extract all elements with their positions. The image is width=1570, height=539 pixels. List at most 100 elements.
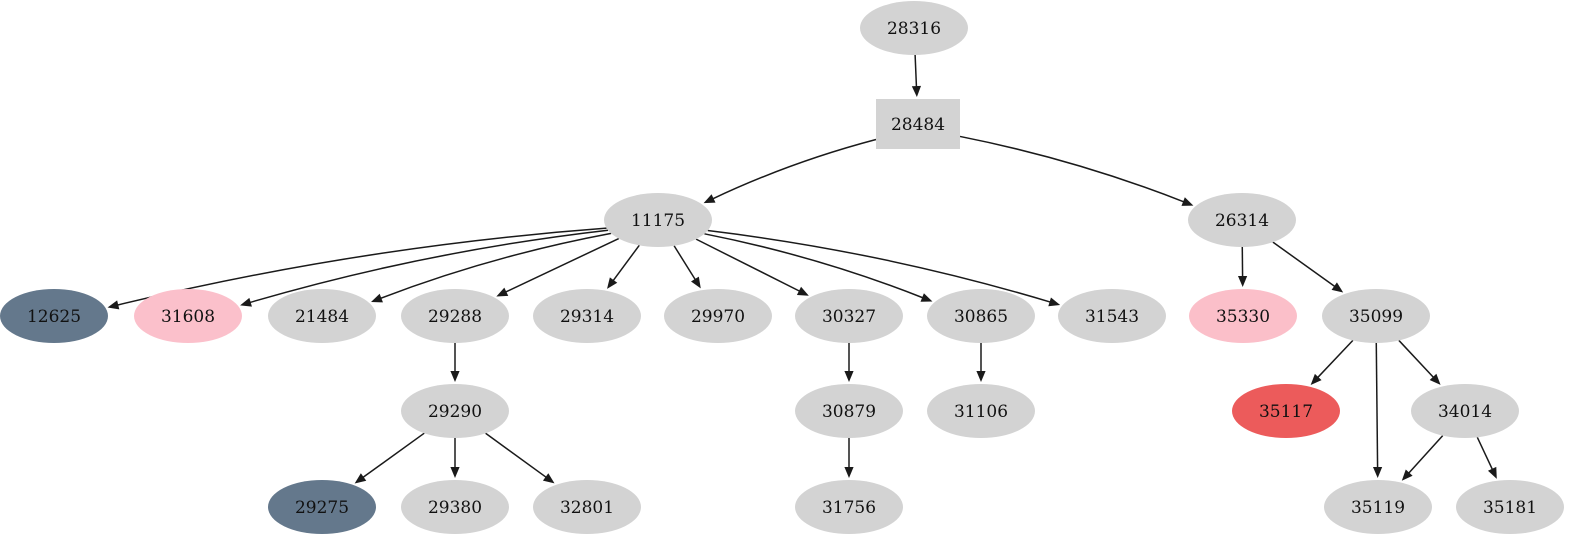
edge-11175-30327 — [695, 238, 809, 296]
node-ellipse-shape[interactable] — [1456, 480, 1564, 534]
node-ellipse-shape[interactable] — [927, 384, 1035, 438]
node-ellipse-shape[interactable] — [1411, 384, 1519, 438]
arrowhead-icon — [796, 286, 809, 296]
edge-26314-35099 — [1272, 241, 1344, 293]
node-ellipse-shape[interactable] — [401, 289, 509, 343]
graph-node-30879[interactable]: 30879 — [795, 384, 903, 438]
arrowhead-icon — [354, 473, 367, 484]
graph-node-26314[interactable]: 26314 — [1188, 193, 1296, 247]
edge-34014-35119 — [1401, 435, 1444, 481]
graph-node-30865[interactable]: 30865 — [927, 289, 1035, 343]
node-ellipse-shape[interactable] — [604, 193, 712, 247]
node-ellipse-shape[interactable] — [1188, 193, 1296, 247]
edge-28484-26314 — [959, 135, 1194, 206]
node-ellipse-shape[interactable] — [1322, 289, 1430, 343]
arrowhead-icon — [703, 194, 716, 204]
arrowhead-icon — [911, 85, 922, 97]
graph-node-35330[interactable]: 35330 — [1189, 289, 1297, 343]
node-ellipse-shape[interactable] — [664, 289, 772, 343]
arrowhead-icon — [844, 371, 854, 382]
graph-node-12625[interactable]: 12625 — [0, 289, 108, 343]
edge-11175-31608 — [240, 229, 609, 307]
node-ellipse-shape[interactable] — [860, 1, 968, 55]
edge-11175-31543 — [707, 229, 1061, 307]
graph-node-34014[interactable]: 34014 — [1411, 384, 1519, 438]
node-ellipse-shape[interactable] — [401, 384, 509, 438]
node-ellipse-shape[interactable] — [401, 480, 509, 534]
node-ellipse-shape[interactable] — [795, 480, 903, 534]
arrowhead-icon — [691, 276, 701, 289]
graph-node-28484[interactable]: 28484 — [876, 99, 960, 149]
edge-35099-35119 — [1372, 342, 1383, 478]
graph-node-30327[interactable]: 30327 — [795, 289, 903, 343]
node-ellipse-shape[interactable] — [1324, 480, 1432, 534]
graph-node-29970[interactable]: 29970 — [664, 289, 772, 343]
graph-node-31608[interactable]: 31608 — [134, 289, 242, 343]
edge-29290-29380 — [450, 438, 460, 478]
graph-node-28316[interactable]: 28316 — [860, 1, 968, 55]
graph-node-35181[interactable]: 35181 — [1456, 480, 1564, 534]
edge-34014-35181 — [1476, 436, 1497, 479]
graph-node-31543[interactable]: 31543 — [1058, 289, 1166, 343]
arrowhead-icon — [496, 287, 509, 297]
edge-30879-31756 — [844, 438, 854, 478]
graph-node-31106[interactable]: 31106 — [927, 384, 1035, 438]
node-ellipse-shape[interactable] — [134, 289, 242, 343]
node-ellipse-shape[interactable] — [795, 289, 903, 343]
edge-30327-30879 — [844, 343, 854, 382]
graph-node-35099[interactable]: 35099 — [1322, 289, 1430, 343]
arrowhead-icon — [1429, 373, 1441, 385]
graph-node-35117[interactable]: 35117 — [1232, 384, 1340, 438]
arrowhead-icon — [1401, 469, 1413, 481]
edge-28484-11175 — [703, 138, 877, 204]
node-ellipse-shape[interactable] — [927, 289, 1035, 343]
graph-node-29314[interactable]: 29314 — [533, 289, 641, 343]
arrowhead-icon — [1237, 275, 1248, 287]
graph-node-29275[interactable]: 29275 — [268, 480, 376, 534]
arrowhead-icon — [371, 293, 383, 303]
edge-28316-28484 — [911, 54, 922, 97]
arrowhead-icon — [1331, 282, 1344, 293]
arrowhead-icon — [542, 473, 555, 484]
node-box-shape[interactable] — [876, 99, 960, 149]
node-ellipse-shape[interactable] — [1189, 289, 1297, 343]
graph-node-29290[interactable]: 29290 — [401, 384, 509, 438]
node-ellipse-shape[interactable] — [1232, 384, 1340, 438]
edge-11175-29288 — [496, 237, 620, 297]
node-ellipse-shape[interactable] — [0, 289, 108, 343]
arrowhead-icon — [1310, 373, 1322, 385]
graph-node-29288[interactable]: 29288 — [401, 289, 509, 343]
arrowhead-icon — [450, 371, 460, 382]
edge-11175-29314 — [607, 244, 640, 289]
arrowhead-icon — [976, 371, 986, 382]
node-ellipse-shape[interactable] — [268, 289, 376, 343]
edge-35099-34014 — [1398, 339, 1441, 385]
node-ellipse-shape[interactable] — [533, 289, 641, 343]
edge-11175-21484 — [371, 232, 612, 303]
edge-29290-32801 — [485, 432, 555, 484]
graph-node-31756[interactable]: 31756 — [795, 480, 903, 534]
edge-29290-29275 — [354, 432, 425, 484]
graph-node-21484[interactable]: 21484 — [268, 289, 376, 343]
node-ellipse-shape[interactable] — [533, 480, 641, 534]
graph-node-11175[interactable]: 11175 — [604, 193, 712, 247]
arrowhead-icon — [450, 467, 460, 478]
arrowhead-icon — [920, 293, 933, 302]
edge-26314-35330 — [1237, 246, 1248, 287]
graph-node-29380[interactable]: 29380 — [401, 480, 509, 534]
arrowhead-icon — [107, 300, 120, 310]
edge-29288-29290 — [450, 343, 460, 382]
node-ellipse-shape[interactable] — [1058, 289, 1166, 343]
node-ellipse-shape[interactable] — [795, 384, 903, 438]
edge-11175-29970 — [673, 245, 701, 289]
arrowhead-icon — [1487, 466, 1497, 479]
node-ellipse-shape[interactable] — [268, 480, 376, 534]
arrowhead-icon — [844, 467, 854, 478]
graph-node-32801[interactable]: 32801 — [533, 480, 641, 534]
arrowhead-icon — [1048, 297, 1061, 307]
graph-node-35119[interactable]: 35119 — [1324, 480, 1432, 534]
arrowhead-icon — [607, 277, 618, 289]
